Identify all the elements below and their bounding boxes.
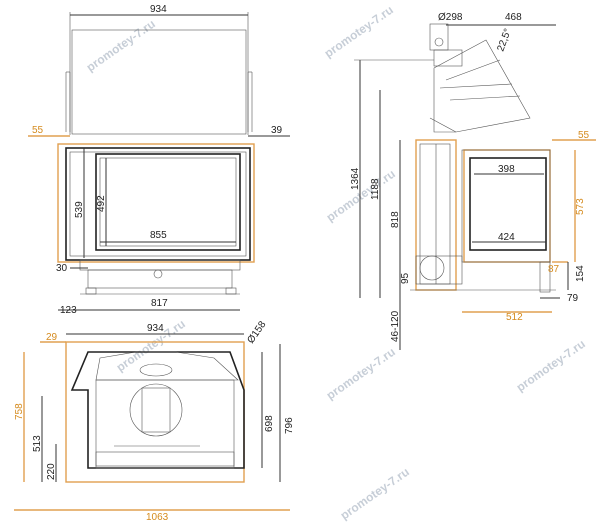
dim-top-right-698: 698 [264,415,275,432]
side-view: 468 Ø298 22,5° 1364 1188 818 398 [350,12,596,350]
front-orange-frame [57,143,255,263]
front-view: 934 55 39 539 492 855 [28,4,290,316]
dim-front-height-inner: 492 [96,195,107,212]
dim-front-height-outer: 539 [74,201,85,218]
dim-side-bottom-512: 512 [506,312,523,323]
watermark-text: promotey-7.ru [322,3,396,61]
side-body [419,143,451,285]
dim-top-top-width: 934 [147,323,164,334]
dim-top-left-513: 513 [32,435,43,452]
dim-side-legs-range: 46-120 [390,310,401,342]
side-glass [469,157,547,251]
dim-top-left-220: 220 [46,463,57,480]
smoke-hood [71,29,247,135]
dim-front-top-width: 934 [150,4,167,15]
dim-front-base-step: 30 [56,263,68,274]
dim-side-height-818: 818 [390,211,401,228]
dim-side-flue-diameter: Ø298 [438,12,463,23]
dim-side-bottom-79: 79 [567,293,579,304]
top-flue-circle [129,383,183,437]
dim-side-glass-bottom: 424 [498,232,515,243]
dim-side-total-height: 1364 [350,167,361,190]
dim-top-right-796: 796 [284,417,295,434]
dim-side-height-1188: 1188 [370,178,381,200]
dim-top-left-29: 29 [46,332,58,343]
front-glass [95,153,241,251]
dim-side-right-573: 573 [575,198,586,215]
watermark-text: promotey-7.ru [338,465,412,523]
watermark-text: promotey-7.ru [514,337,588,395]
dim-top-bottom-width: 1063 [146,512,169,523]
watermark-text: promotey-7.ru [84,17,158,75]
side-hood [433,39,531,133]
watermark-text: promotey-7.ru [324,345,398,403]
dim-top-left-758: 758 [14,403,25,420]
dim-front-right-offset: 39 [271,125,283,136]
top-orange-outline [65,341,245,483]
dim-front-left-bottom: 123 [60,305,77,316]
dim-side-left-95: 95 [400,272,411,284]
dim-front-inner-width: 855 [150,230,167,241]
dim-side-right-87: 87 [548,264,560,275]
dim-top-flue-diameter: Ø158 [245,319,268,346]
dim-side-right-154: 154 [575,265,586,282]
dim-side-right-55: 55 [578,130,590,141]
dim-side-depth-top: 468 [505,12,522,23]
dim-front-left-offset: 55 [32,125,44,136]
dim-side-glass-top: 398 [498,164,515,175]
dim-front-base-width: 817 [151,298,168,309]
dim-side-angle: 22,5° [495,27,513,53]
